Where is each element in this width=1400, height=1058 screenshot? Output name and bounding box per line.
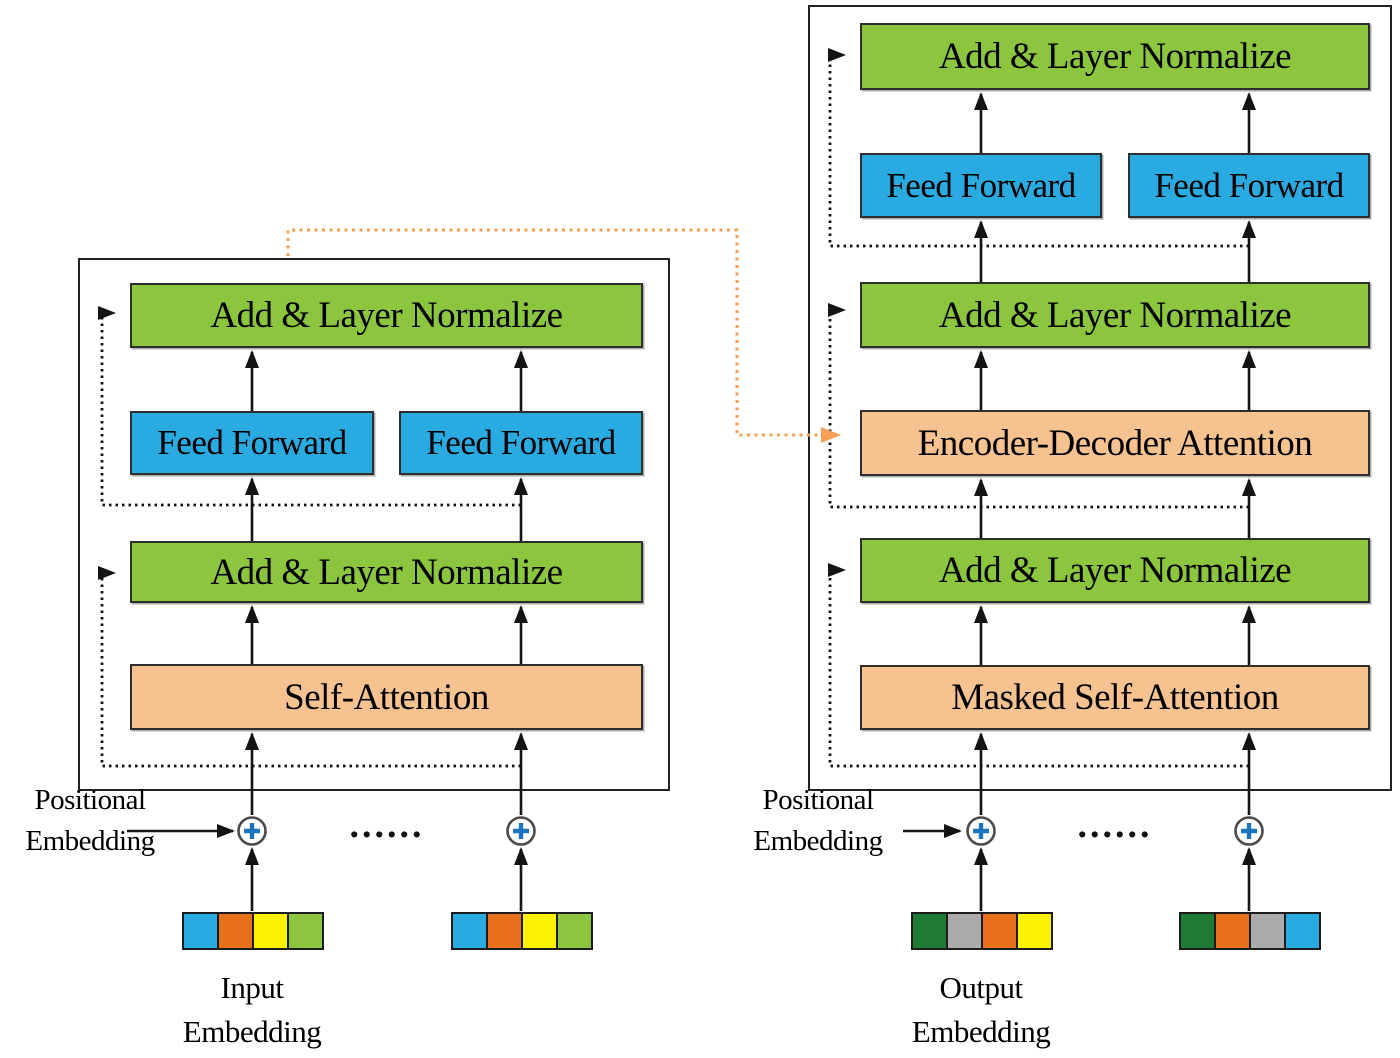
output-embedding-label: Output Embedding xyxy=(871,966,1091,1054)
decoder-feed-forward-left: Feed Forward xyxy=(860,153,1102,218)
decoder-positional-embedding-label: Positional Embedding xyxy=(728,780,908,862)
input-embedding-label: Input Embedding xyxy=(142,966,362,1054)
decoder-add-layer-normalize-middle: Add & Layer Normalize xyxy=(860,282,1370,348)
decoder-add-layer-normalize-top: Add & Layer Normalize xyxy=(860,23,1370,90)
embedding-cell xyxy=(946,914,981,948)
decoder-plus-circle-1 xyxy=(966,816,996,846)
output-embedding-line2: Embedding xyxy=(911,1014,1051,1049)
input-embedding-line1: Input xyxy=(220,970,284,1005)
embedding-cell xyxy=(1016,914,1051,948)
decoder-positional-line2: Embedding xyxy=(753,825,883,857)
output-embedding-line1: Output xyxy=(939,970,1023,1005)
decoder-positional-line1: Positional xyxy=(762,784,874,816)
embedding-cell xyxy=(486,914,521,948)
decoder-feed-forward-right: Feed Forward xyxy=(1128,153,1370,218)
embedding-cell xyxy=(217,914,252,948)
output-embedding-vector-2 xyxy=(1179,912,1321,950)
encoder-feed-forward-right: Feed Forward xyxy=(399,411,643,475)
embedding-cell xyxy=(287,914,322,948)
decoder-add-layer-normalize-bottom: Add & Layer Normalize xyxy=(860,538,1370,603)
decoder-plus-circle-2 xyxy=(1234,816,1264,846)
encoder-add-layer-normalize-bottom: Add & Layer Normalize xyxy=(130,541,643,603)
embedding-cell xyxy=(453,914,486,948)
embedding-cell xyxy=(1249,914,1284,948)
encoder-add-layer-normalize-top: Add & Layer Normalize xyxy=(130,283,643,348)
encoder-plus-circle-1 xyxy=(237,816,267,846)
input-embedding-line2: Embedding xyxy=(182,1014,322,1049)
embedding-cell xyxy=(913,914,946,948)
encoder-positional-embedding-label: Positional Embedding xyxy=(6,780,174,862)
encoder-self-attention: Self-Attention xyxy=(130,664,643,730)
embedding-cell xyxy=(556,914,591,948)
decoder-masked-self-attention: Masked Self-Attention xyxy=(860,665,1370,730)
embedding-cell xyxy=(521,914,556,948)
input-embedding-vector-1 xyxy=(182,912,324,950)
input-embedding-vector-2 xyxy=(451,912,593,950)
encoder-plus-circle-2 xyxy=(506,816,536,846)
embedding-cell xyxy=(184,914,217,948)
encoder-feed-forward-left: Feed Forward xyxy=(130,411,374,475)
embedding-cell xyxy=(1214,914,1249,948)
encoder-positional-line1: Positional xyxy=(34,784,146,816)
embedding-cell xyxy=(1181,914,1214,948)
output-embedding-vector-1 xyxy=(911,912,1053,950)
embedding-cell xyxy=(1284,914,1319,948)
encoder-ellipsis: ...... xyxy=(349,804,425,846)
decoder-encoder-decoder-attention: Encoder-Decoder Attention xyxy=(860,410,1370,476)
encoder-positional-line2: Embedding xyxy=(25,825,155,857)
decoder-ellipsis: ...... xyxy=(1077,804,1153,846)
embedding-cell xyxy=(981,914,1016,948)
embedding-cell xyxy=(252,914,287,948)
